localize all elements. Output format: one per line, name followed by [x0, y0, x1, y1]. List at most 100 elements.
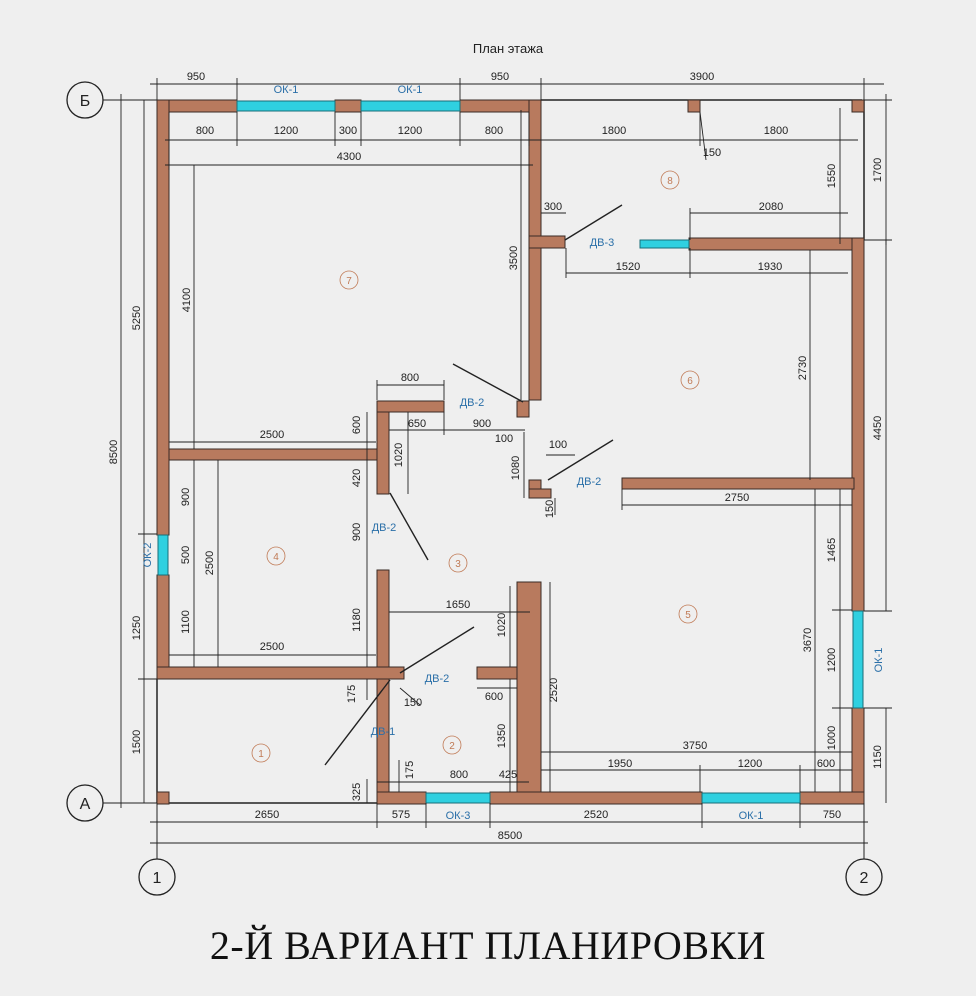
dim-1080: 1080 [510, 456, 522, 480]
axis-bubble-a [66, 784, 104, 822]
dim-175-b: 175 [404, 761, 416, 779]
window-label: ОК-1 [398, 84, 423, 96]
dim-650: 650 [408, 418, 426, 430]
svg-text:1: 1 [258, 749, 264, 760]
dim-2500-upper: 2500 [260, 429, 284, 441]
walls [156, 99, 865, 805]
dim-800-low: 800 [450, 769, 468, 781]
wall-segment [376, 791, 427, 805]
dim-5250: 5250 [131, 306, 143, 330]
door-leaf [324, 679, 391, 766]
dim-top-inner: 1800 [764, 125, 788, 137]
axis-label-a: А [80, 796, 91, 813]
dim-1020-b: 1020 [496, 613, 508, 637]
door-label: ДВ-2 [372, 522, 397, 534]
room-tags: 7 8 6 4 3 5 1 2 [251, 170, 700, 763]
window-label: ОК-1 [739, 810, 764, 822]
dim-3670: 3670 [802, 628, 814, 652]
wall-segment [688, 237, 865, 251]
dim-top-inner: 1200 [398, 125, 422, 137]
dim-2500-v: 2500 [204, 551, 216, 575]
door-leaf [389, 492, 429, 561]
wall-segment [156, 666, 405, 680]
window-ok2 [157, 534, 169, 576]
dim-top-inner: 800 [196, 125, 214, 137]
wall-segment [799, 791, 865, 805]
wall-segment [376, 400, 445, 413]
door-label: ДВ-2 [425, 673, 450, 685]
dimension-lines [114, 78, 892, 844]
dim-3750: 3750 [683, 740, 707, 752]
dim-1500: 1500 [131, 730, 143, 754]
dim-600-c: 600 [817, 758, 835, 770]
axis-bubble-1 [138, 858, 176, 896]
dim-2750: 2750 [725, 492, 749, 504]
dim-100-a: 100 [495, 433, 513, 445]
dim-1100: 1100 [180, 610, 192, 634]
dim-1700: 1700 [872, 158, 884, 182]
dim-600-b: 600 [485, 691, 503, 703]
dim-1000: 1000 [826, 726, 838, 750]
svg-text:6: 6 [687, 376, 693, 387]
dim-bottom: 750 [823, 809, 841, 821]
dim-top-outer: 950 [491, 71, 509, 83]
dim-top-outer: 950 [187, 71, 205, 83]
svg-text:8: 8 [667, 176, 673, 187]
room-tag-1: 1 [251, 743, 271, 763]
dim-8500-left: 8500 [108, 440, 120, 464]
dim-2730: 2730 [797, 356, 809, 380]
wall-segment [851, 99, 865, 113]
door-label: ДВ-2 [460, 397, 485, 409]
dim-325: 325 [351, 783, 363, 801]
door-label: ДВ-1 [371, 726, 396, 738]
dim-top-inner: 1200 [274, 125, 298, 137]
wall-segment [376, 569, 390, 804]
axis-label-b: Б [80, 93, 91, 110]
windows [157, 100, 864, 804]
door-leaves [324, 204, 623, 766]
room-tag-2: 2 [442, 735, 462, 755]
dim-total-bottom: 8500 [498, 830, 522, 842]
wall-segment [621, 477, 855, 490]
dim-1250: 1250 [131, 616, 143, 640]
wall-segment [528, 235, 566, 249]
dim-900-left: 900 [180, 488, 192, 506]
door-leaf [547, 439, 614, 481]
window-label: ОК-1 [274, 84, 299, 96]
svg-text:5: 5 [685, 610, 691, 621]
dimension-labels: 950 950 3900 800 1200 300 1200 800 1800 … [108, 71, 884, 842]
door-label: ДВ-2 [577, 476, 602, 488]
floor-plan-drawing: План этажа [66, 41, 892, 896]
door-label: ДВ-3 [590, 237, 615, 249]
room-tag-3: 3 [448, 553, 468, 573]
axis-bubble-2 [845, 858, 883, 896]
window-label: ОК-1 [873, 648, 885, 673]
wall-segment [851, 707, 865, 805]
axis-bubble-b [66, 81, 104, 119]
dim-1200-h: 1200 [738, 758, 762, 770]
wall-segment [156, 574, 170, 680]
dim-bottom: 575 [392, 809, 410, 821]
dim-top-outer: 3900 [690, 71, 714, 83]
dim-1550: 1550 [826, 164, 838, 188]
door-leaf [452, 363, 524, 403]
dim-bottom: 2520 [584, 809, 608, 821]
dim-1950: 1950 [608, 758, 632, 770]
dim-2520-v: 2520 [548, 678, 560, 702]
dim-top-inner: 800 [485, 125, 503, 137]
dim-100-b: 100 [549, 439, 567, 451]
wall-segment [156, 791, 170, 805]
room-tag-7: 7 [339, 270, 359, 290]
window-label: ОК-2 [142, 543, 154, 568]
wall-segment [516, 400, 530, 418]
wall-segment [168, 448, 390, 461]
dim-2080: 2080 [759, 201, 783, 213]
room-tag-8: 8 [660, 170, 680, 190]
plan-title: План этажа [473, 41, 544, 56]
door-leaf [399, 626, 475, 674]
wall-segment [516, 581, 542, 805]
window-ok1-top-left [236, 100, 336, 112]
wall-segment [851, 237, 865, 612]
wall-segment [687, 99, 701, 113]
svg-text:3: 3 [455, 559, 461, 570]
